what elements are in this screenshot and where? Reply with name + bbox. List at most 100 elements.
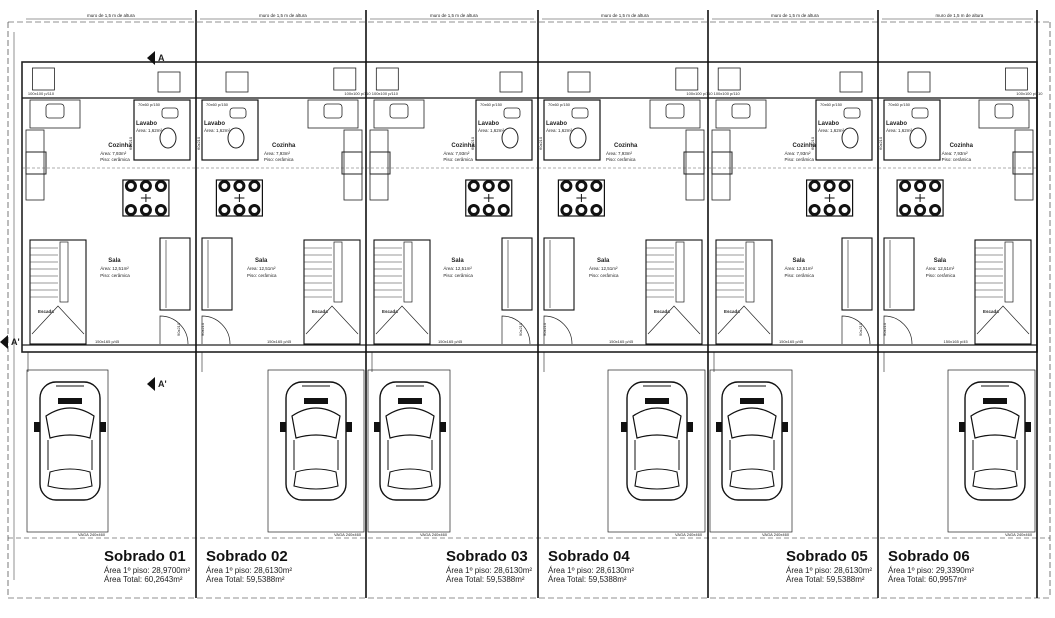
sink-icon	[731, 103, 751, 119]
stove-icon	[369, 151, 391, 175]
room-name-escada: Escada	[38, 309, 54, 314]
wall-height-note: muro de 1,5 m de altura	[601, 13, 649, 18]
room-area-sala: Área: 12,51m²	[443, 265, 472, 271]
tank-box	[32, 67, 55, 91]
unit-total-area: Área Total: 59,5388m²	[206, 575, 285, 584]
room-area-lavabo: Área: 1,62m²	[204, 127, 231, 133]
room-name-cozinha: Cozinha	[950, 143, 974, 149]
lavabo-walls	[475, 99, 533, 161]
kitchen-counter	[29, 99, 81, 129]
parking-label: VAGA 240x460	[675, 532, 703, 537]
handrail	[403, 241, 413, 303]
front-door-label: 90x210	[200, 322, 205, 336]
wall-height-note: muro de 1,5 m de altura	[259, 13, 307, 18]
parking-space	[947, 369, 1036, 533]
room-area-sala: Área: 12,51m²	[589, 265, 618, 271]
sofa	[543, 237, 575, 311]
room-floor-sala: Piso: cerâmica	[589, 273, 619, 278]
parking-space	[367, 369, 451, 533]
lavabo-window-box	[907, 71, 931, 93]
unit-total-area: Área Total: 59,5388m²	[548, 575, 627, 584]
lavabo-window-box	[157, 71, 181, 93]
room-name-sala: Sala	[108, 258, 121, 264]
room-name-lavabo: Lavabo	[818, 121, 839, 127]
kitchen-counter	[715, 99, 767, 129]
room-name-cozinha: Cozinha	[108, 143, 132, 149]
tank-box	[1005, 67, 1028, 91]
lavabo-window-box	[839, 71, 863, 93]
unit-first-floor-area: Área 1º piso: 28,9700m²	[104, 566, 191, 575]
handrail	[745, 241, 755, 303]
section-arrow-icon	[0, 335, 8, 349]
lavabo-door-label: 60x210	[878, 136, 883, 150]
room-floor-sala: Piso: cerâmica	[100, 273, 130, 278]
front-window-label: 150x165 p/45	[779, 339, 804, 344]
washbasin-icon	[503, 107, 521, 119]
stove-icon	[25, 151, 47, 175]
section-marker-label: A'	[11, 337, 20, 347]
room-area-lavabo: Área: 1,62m²	[546, 127, 573, 133]
unit-title: Sobrado 06	[888, 548, 970, 565]
lavabo-window-box	[499, 71, 523, 93]
room-name-escada: Escada	[312, 309, 328, 314]
room-name-sala: Sala	[793, 258, 806, 264]
front-door-label: 90x210	[858, 322, 863, 336]
lavabo-door-label: 60x210	[810, 136, 815, 150]
room-name-lavabo: Lavabo	[478, 121, 499, 127]
kitchen-side-counter	[343, 129, 363, 201]
room-floor-sala: Piso: cerâmica	[443, 273, 473, 278]
room-area-cozinha: Área: 7,93m²	[264, 150, 291, 156]
toilet-icon	[501, 127, 519, 149]
front-window-label: 150x165 p/45	[95, 339, 120, 344]
parking-label: VAGA 240x460	[78, 532, 106, 537]
sink-icon	[665, 103, 685, 119]
room-area-cozinha: Área: 7,93m²	[942, 150, 969, 156]
unit-total-area: Área Total: 59,5388m²	[786, 575, 865, 584]
room-name-sala: Sala	[934, 258, 947, 264]
parking-label: VAGA 240x460	[420, 532, 448, 537]
lavabo-window-label: 70x60 p/150	[480, 102, 503, 107]
car-icon	[959, 381, 1031, 501]
lavabo-window-label: 70x60 p/150	[138, 102, 161, 107]
unit-title: Sobrado 01	[104, 548, 186, 565]
stair-block	[303, 239, 361, 345]
kitchen-counter	[978, 99, 1030, 129]
wall-height-note: muro de 1,5 m de altura	[771, 13, 819, 18]
front-door-swing	[501, 315, 531, 345]
room-name-escada: Escada	[382, 309, 398, 314]
car-icon	[716, 381, 788, 501]
stove-icon	[1012, 151, 1034, 175]
room-name-lavabo: Lavabo	[204, 121, 225, 127]
room-name-escada: Escada	[724, 309, 740, 314]
lavabo-door-label: 60x210	[196, 136, 201, 150]
section-marker-label: A'	[158, 379, 167, 389]
room-area-sala: Área: 12,51m²	[247, 265, 276, 271]
toilet-icon	[569, 127, 587, 149]
car-icon	[621, 381, 693, 501]
stair-block	[29, 239, 87, 345]
lavabo-window-label: 70x60 p/150	[888, 102, 911, 107]
unit-first-floor-area: Área 1º piso: 28,6130m²	[548, 566, 635, 575]
lavabo-window-label: 70x60 p/150	[820, 102, 843, 107]
washbasin-icon	[911, 107, 929, 119]
parking-label: VAGA 240x460	[334, 532, 362, 537]
lavabo-walls	[883, 99, 941, 161]
section-marker-a-prime-left: A'	[0, 335, 20, 349]
unit-first-floor-area: Área 1º piso: 29,3390m²	[888, 566, 975, 575]
room-name-cozinha: Cozinha	[272, 143, 296, 149]
room-floor-cozinha: Piso: cerâmica	[443, 157, 473, 162]
washbasin-icon	[229, 107, 247, 119]
sofa	[159, 237, 191, 311]
room-area-sala: Área: 12,51m²	[100, 265, 129, 271]
unit-title: Sobrado 05	[786, 548, 868, 565]
kitchen-counter	[373, 99, 425, 129]
room-name-cozinha: Cozinha	[451, 143, 475, 149]
room-name-sala: Sala	[597, 258, 610, 264]
section-marker-a: A	[147, 51, 165, 65]
kitchen-window-label: 100x100 p/110	[1016, 91, 1043, 96]
unit-total-area: Área Total: 59,5388m²	[446, 575, 525, 584]
parking-space	[607, 369, 706, 533]
